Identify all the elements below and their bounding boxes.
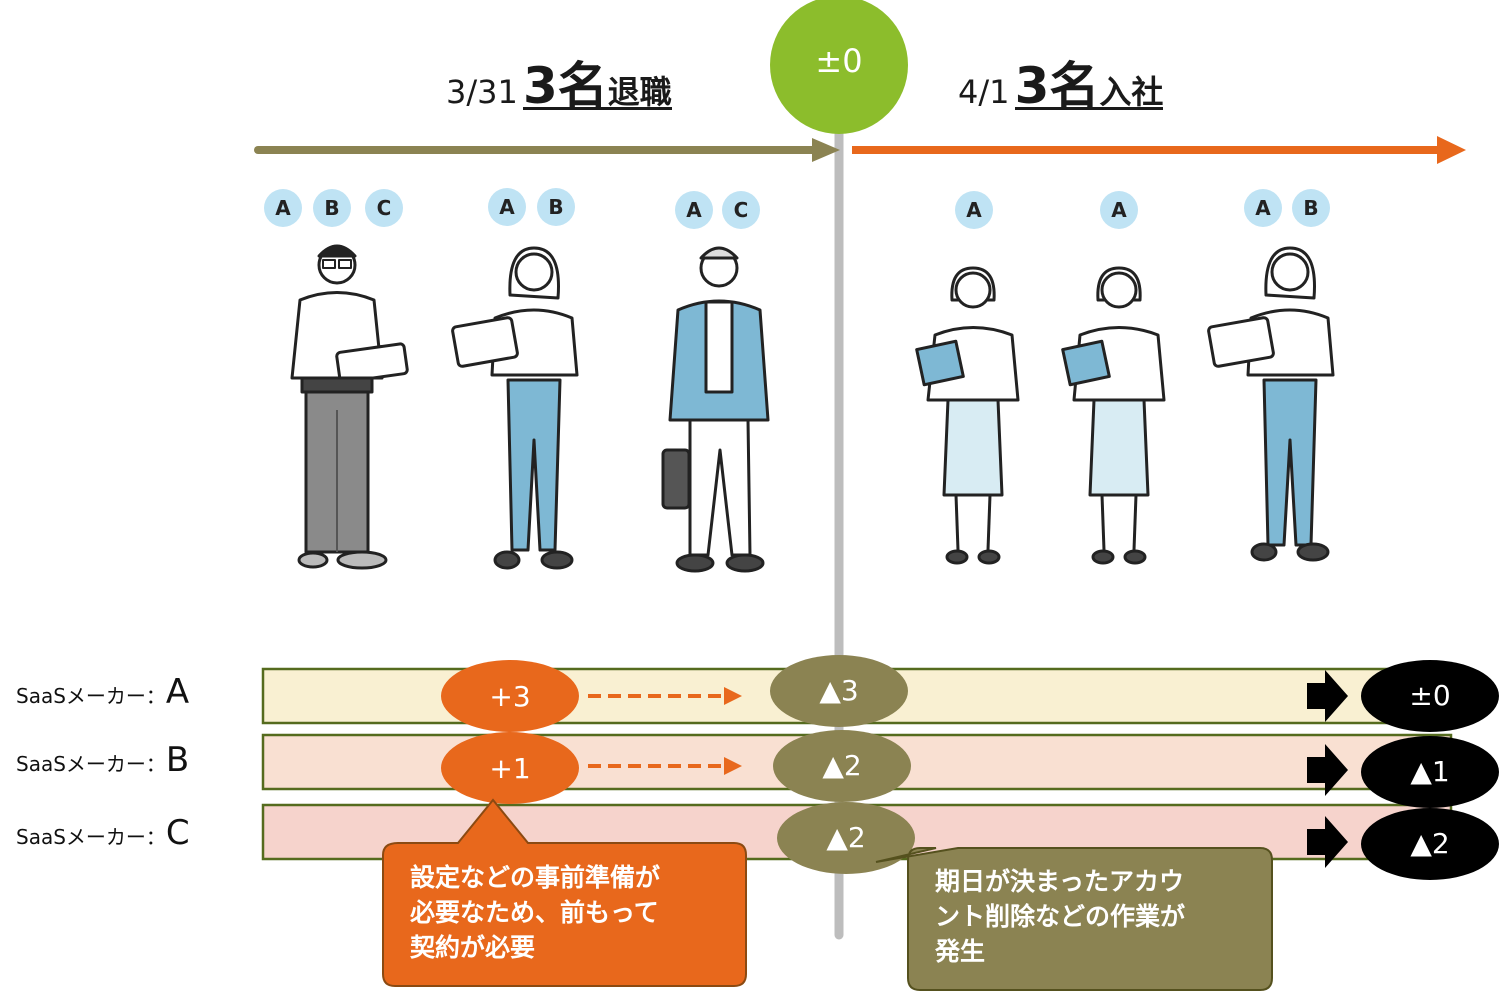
row-label-c: SaaSメーカー：C bbox=[16, 813, 190, 853]
callout-right-shape bbox=[875, 847, 1273, 991]
join-count: 3名 bbox=[1014, 57, 1100, 115]
result-badge-c-label: ▲2 bbox=[1410, 827, 1450, 860]
minus-badge-c bbox=[777, 802, 915, 874]
person-illustration-2 bbox=[451, 246, 579, 570]
tag-p6-b: B bbox=[1292, 189, 1330, 227]
join-action: 入社 bbox=[1099, 73, 1164, 111]
leave-arrow-head bbox=[812, 138, 840, 162]
tag-p1-c: C bbox=[365, 189, 403, 227]
result-badge-a-label: ±0 bbox=[1409, 679, 1451, 712]
row-label-a-prefix: SaaSメーカー： bbox=[16, 684, 166, 708]
leave-date: 3/31 bbox=[446, 73, 518, 111]
plus-badge-b-label: +1 bbox=[489, 752, 531, 785]
callout-right-line-1: 期日が決まったアカウ bbox=[935, 867, 1185, 896]
join-date: 4/1 bbox=[958, 73, 1010, 111]
tag-p2-b: B bbox=[537, 188, 575, 226]
row-label-b-letter: B bbox=[165, 740, 190, 780]
center-badge-label: ±0 bbox=[815, 42, 863, 80]
callout-left-line-3: 契約が必要 bbox=[410, 933, 536, 962]
minus-badge-c-label: ▲2 bbox=[826, 821, 866, 854]
result-badge-b-label: ▲1 bbox=[1410, 755, 1450, 788]
row-label-c-prefix: SaaSメーカー： bbox=[16, 825, 166, 849]
person-illustration-1 bbox=[290, 244, 409, 570]
join-arrow-head bbox=[1437, 136, 1466, 164]
callout-right-text: 期日が決まったアカウ ント削除などの作業が 発生 bbox=[935, 864, 1185, 969]
callout-left-shape bbox=[382, 798, 747, 987]
tag-p1-a: A bbox=[264, 189, 302, 227]
minus-badge-b bbox=[773, 730, 911, 802]
tag-p5-a: A bbox=[1100, 191, 1138, 229]
person-illustration-6 bbox=[1207, 246, 1335, 562]
callout-right-line-2: ント削除などの作業が bbox=[935, 902, 1186, 931]
minus-badge-a-label: ▲3 bbox=[819, 674, 859, 707]
plus-badge-a bbox=[441, 660, 579, 732]
result-arrow-b bbox=[1307, 744, 1348, 796]
center-badge bbox=[770, 0, 908, 134]
tag-p3-a: A bbox=[675, 191, 713, 229]
person-illustration-3 bbox=[661, 246, 770, 573]
plus-badge-a-label: +3 bbox=[489, 680, 531, 713]
callout-left-line-2: 必要なため、前もって bbox=[410, 898, 659, 927]
callout-left-line-1: 設定などの事前準備が bbox=[410, 863, 661, 892]
minus-badge-a bbox=[770, 655, 908, 727]
result-badge-a bbox=[1361, 660, 1499, 732]
leave-headline: 3/31 3名退職 bbox=[446, 46, 672, 118]
result-badge-b bbox=[1361, 736, 1499, 808]
tag-p4-a: A bbox=[955, 191, 993, 229]
person-illustration-4 bbox=[915, 266, 1020, 565]
result-badge-c bbox=[1361, 808, 1499, 880]
row-label-a: SaaSメーカー：A bbox=[16, 672, 189, 712]
tag-p3-c: C bbox=[722, 191, 760, 229]
plus-badge-b bbox=[441, 732, 579, 804]
result-arrow-c bbox=[1307, 816, 1348, 868]
callout-left-text: 設定などの事前準備が 必要なため、前もって 契約が必要 bbox=[410, 860, 660, 965]
person-illustration-5 bbox=[1061, 266, 1166, 565]
tag-p2-a: A bbox=[488, 188, 526, 226]
result-arrow-a bbox=[1307, 670, 1348, 722]
row-label-b-prefix: SaaSメーカー： bbox=[16, 752, 166, 776]
callout-right-line-3: 発生 bbox=[935, 937, 986, 966]
row-label-b: SaaSメーカー：B bbox=[16, 740, 189, 780]
tag-p1-b: B bbox=[313, 189, 351, 227]
row-label-c-letter: C bbox=[165, 813, 190, 853]
join-headline: 4/1 3名入社 bbox=[958, 46, 1164, 118]
tag-p6-a: A bbox=[1244, 189, 1282, 227]
row-label-a-letter: A bbox=[165, 672, 190, 712]
leave-count: 3名 bbox=[522, 57, 608, 115]
minus-badge-b-label: ▲2 bbox=[822, 749, 862, 782]
leave-action: 退職 bbox=[607, 73, 672, 111]
